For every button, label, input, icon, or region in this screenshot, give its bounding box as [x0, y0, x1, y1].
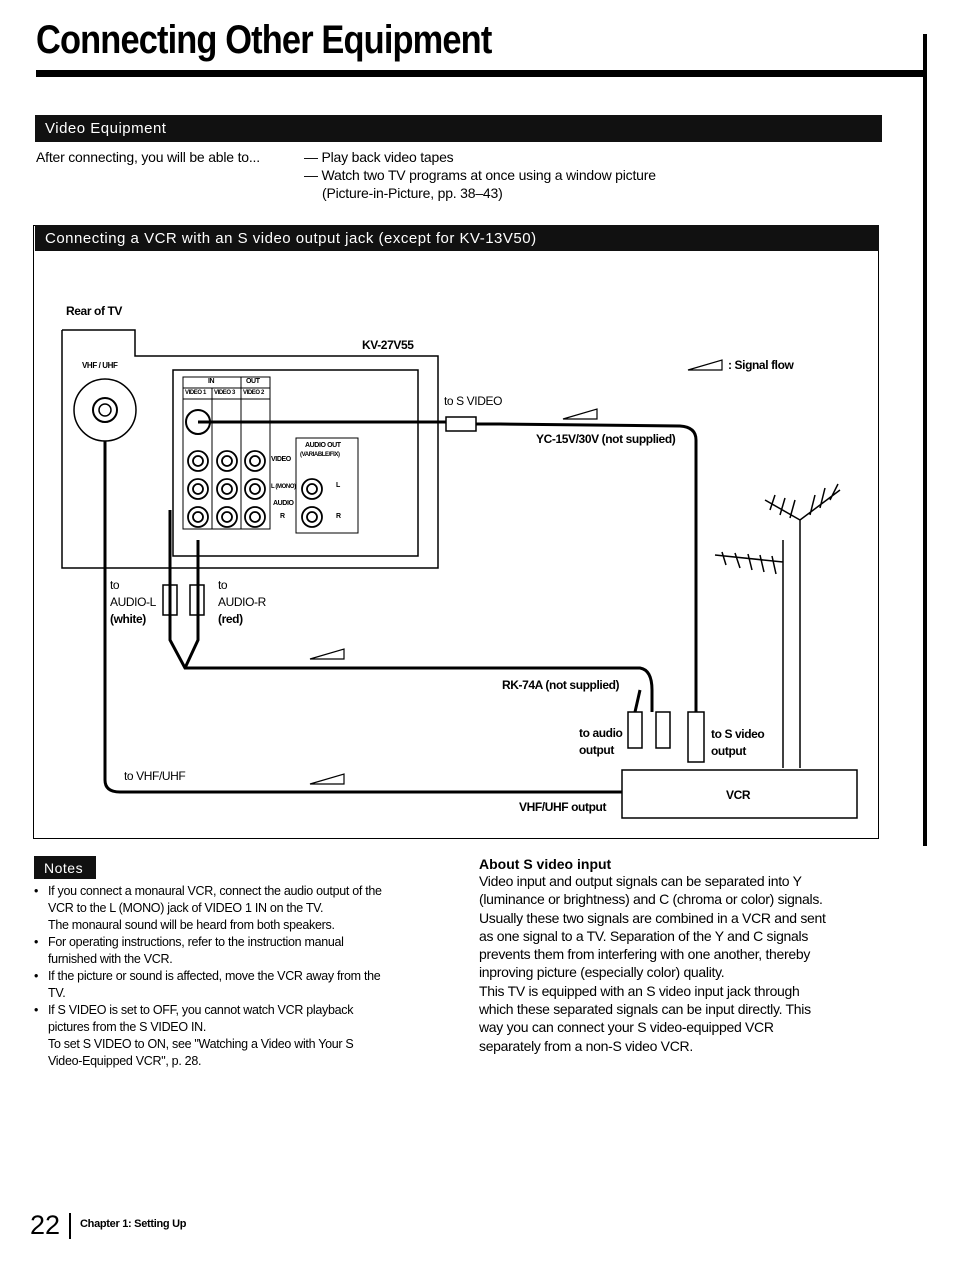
- label-to-audio-output-2: output: [579, 743, 614, 757]
- label-in: IN: [208, 378, 215, 385]
- about-title: About S video input: [479, 856, 612, 872]
- about-line: as one signal to a TV. Separation of the…: [479, 927, 809, 944]
- label-video2: VIDEO 2: [243, 390, 264, 396]
- audio-cable: [168, 510, 654, 713]
- title-rule: [36, 70, 926, 77]
- margin-rule: [923, 34, 927, 846]
- label-video3: VIDEO 3: [214, 390, 235, 396]
- about-line: separately from a non-S video VCR.: [479, 1037, 693, 1054]
- about-line: This TV is equipped with an S video inpu…: [479, 982, 800, 999]
- label-r-left: R: [280, 513, 285, 520]
- label-vcr: VCR: [726, 788, 751, 802]
- label-to-audio-l-2: AUDIO-L: [110, 595, 156, 609]
- about-line: Usually these two signals are combined i…: [479, 909, 826, 926]
- label-out: OUT: [246, 378, 260, 385]
- bullet-pip-ref: (Picture-in-Picture, pp. 38–43): [322, 185, 503, 201]
- rca-jacks: [187, 450, 323, 528]
- about-line: (luminance or brightness) and C (chroma …: [479, 891, 823, 908]
- note-item: If you connect a monaural VCR, connect t…: [34, 883, 444, 934]
- page-number: 22: [30, 1210, 61, 1240]
- label-to-vhf-uhf: to VHF/UHF: [124, 769, 186, 783]
- label-vhf-uhf-jack: VHF / UHF: [82, 361, 118, 370]
- label-cable-audio: RK-74A (not supplied): [502, 678, 620, 692]
- label-audio: AUDIO: [273, 500, 294, 507]
- label-vhf-uhf-output: VHF/UHF output: [519, 800, 607, 814]
- notes-heading: Notes: [34, 856, 96, 879]
- section-heading-video-equipment: Video Equipment: [35, 115, 882, 142]
- section-heading-vcr-connection: Connecting a VCR with an S video output …: [35, 225, 879, 251]
- page-title: Connecting Other Equipment: [36, 18, 492, 62]
- label-l-mono: L (MONO): [271, 484, 296, 490]
- label-to-s-video: to S VIDEO: [444, 394, 503, 408]
- note-item: If the picture or sound is affected, mov…: [34, 968, 444, 1002]
- intro-text: After connecting, you will be able to...: [36, 149, 260, 165]
- bullet-playback: — Play back video tapes: [304, 149, 454, 165]
- about-line: which these separated signals can be inp…: [479, 1001, 811, 1018]
- note-item: For operating instructions, refer to the…: [34, 934, 444, 968]
- label-model: KV-27V55: [362, 338, 414, 352]
- label-to-audio-r-1: to: [218, 578, 228, 592]
- note-item: If S VIDEO is set to OFF, you cannot wat…: [34, 1002, 444, 1070]
- signal-flow-arrows: [309, 359, 723, 785]
- label-rear-of-tv: Rear of TV: [66, 304, 123, 318]
- label-audio-out-sub: (VARIABLE/FIX): [300, 452, 340, 458]
- label-to-s-video-output-2: output: [711, 744, 746, 758]
- label-to-audio-l-1: to: [110, 578, 120, 592]
- label-r: R: [336, 513, 341, 520]
- about-line: way you can connect your S video-equippe…: [479, 1019, 774, 1036]
- notes-list: If you connect a monaural VCR, connect t…: [34, 883, 444, 1070]
- chapter-label: Chapter 1: Setting Up: [80, 1218, 187, 1230]
- label-signal-flow: : Signal flow: [728, 358, 794, 372]
- label-to-s-video-output-1: to S video: [711, 727, 765, 741]
- label-cable-s: YC-15V/30V (not supplied): [536, 432, 676, 446]
- label-to-audio-r-3: (red): [218, 612, 243, 626]
- label-audio-out: AUDIO OUT: [305, 442, 341, 449]
- antenna: [714, 483, 841, 768]
- bullet-watch-two: — Watch two TV programs at once using a …: [304, 167, 656, 183]
- footer-divider: [69, 1213, 71, 1239]
- about-line: inproving picture (especially color) qua…: [479, 964, 725, 981]
- vhf-uhf-cable: [103, 441, 622, 794]
- label-video1: VIDEO 1: [185, 390, 206, 396]
- about-line: Video input and output signals can be se…: [479, 873, 802, 889]
- label-l: L: [336, 482, 340, 489]
- tv-rear-outline: [61, 329, 439, 569]
- about-line: prevents them from interfering with one …: [479, 946, 811, 963]
- jack-panel: [172, 369, 419, 557]
- label-video: VIDEO: [271, 456, 291, 463]
- label-to-audio-output-1: to audio: [579, 726, 623, 740]
- label-to-audio-r-2: AUDIO-R: [218, 595, 266, 609]
- vhf-uhf-connector: [73, 378, 137, 442]
- about-s-video: About S video input Video input and outp…: [479, 856, 879, 1055]
- label-to-audio-l-3: (white): [110, 612, 146, 626]
- vcr-box: [621, 769, 858, 819]
